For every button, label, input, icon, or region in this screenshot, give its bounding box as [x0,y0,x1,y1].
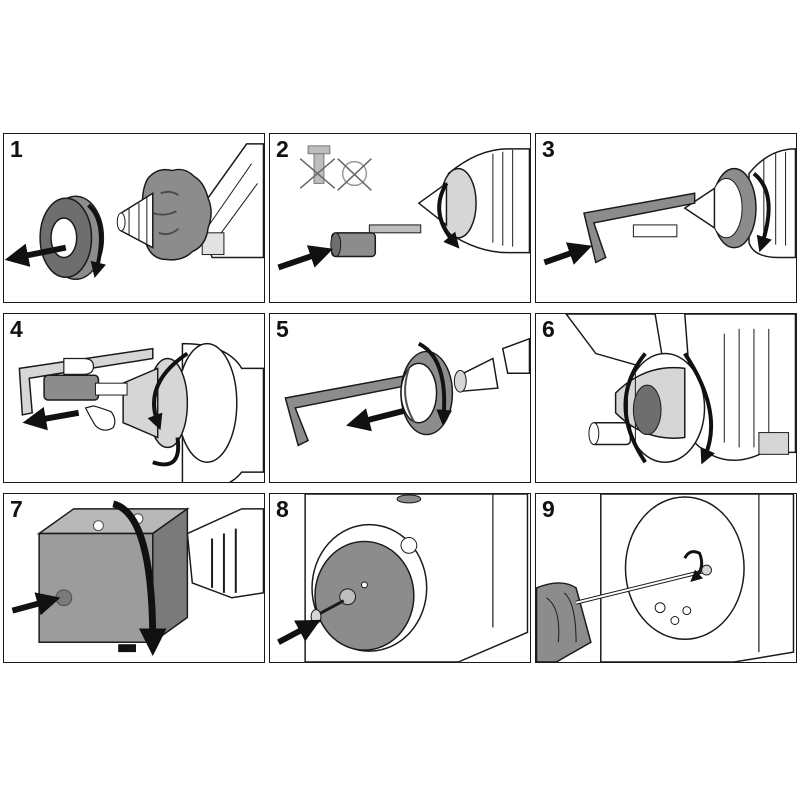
crossed-part-icon [338,159,372,191]
step-panel-4: 4 [3,313,265,483]
insert-screw-icon [270,494,530,662]
step-panel-7: 7 [3,493,265,663]
step-number: 8 [276,496,289,523]
mount-block-icon [4,494,264,662]
step-panel-5: 5 [269,313,531,483]
step-number: 5 [276,316,289,343]
tighten-collar-icon [4,314,264,482]
step-number: 9 [542,496,555,523]
insert-adapter-icon [270,134,530,302]
remove-bracket-icon [270,314,530,482]
pointing-hand-icon [64,358,94,374]
attach-bracket-icon [536,134,796,302]
step-number: 4 [10,316,23,343]
step-number: 3 [542,136,555,163]
step-panel-2: 2 [269,133,531,303]
step-number: 7 [10,496,23,523]
step-panel-1: 1 [3,133,265,303]
crossed-screw-icon [300,146,335,188]
step-panel-8: 8 [269,493,531,663]
step-panel-3: 3 [535,133,797,303]
step-panel-6: 6 [535,313,797,483]
unscrew-nut-icon [4,134,264,302]
step-panel-9: 9 [535,493,797,663]
step-number: 2 [276,136,289,163]
tighten-nut-icon [536,314,796,482]
tighten-screw-icon [536,494,796,662]
step-number: 6 [542,316,555,343]
step-number: 1 [10,136,23,163]
pointing-hand-icon [86,406,115,430]
